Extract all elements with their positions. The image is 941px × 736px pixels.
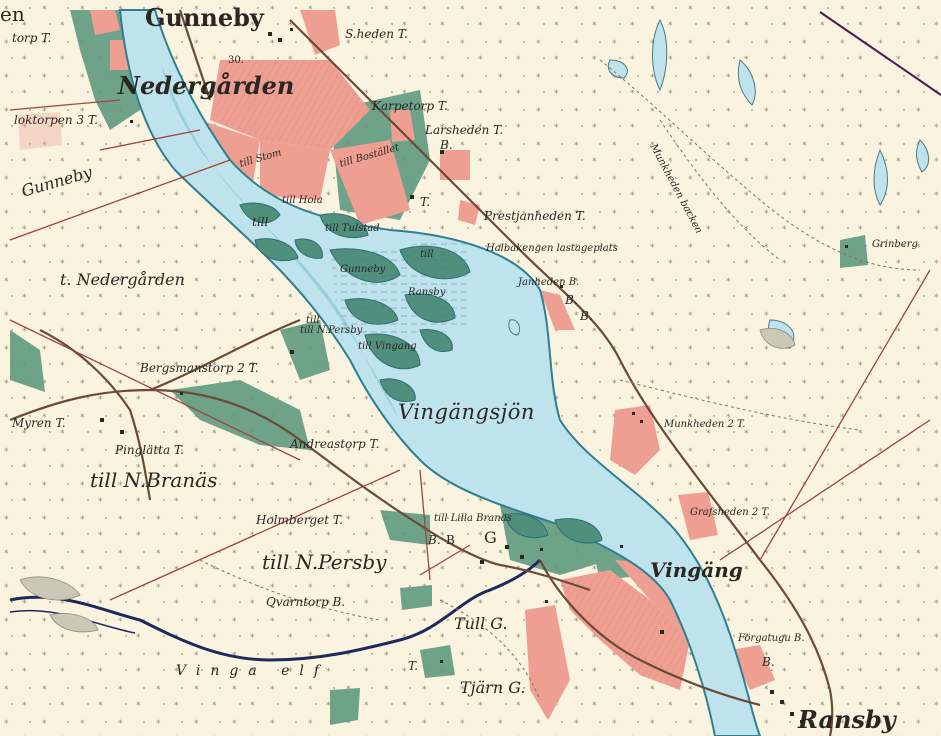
- label-till-vingang: till Vingang: [358, 341, 417, 352]
- label-myren[interactable]: Myren T.: [12, 416, 66, 430]
- label-forgatugu[interactable]: Förgatugu B.: [738, 633, 805, 644]
- label-vinga-elf[interactable]: Vinga elf: [176, 663, 330, 679]
- rock-patches: [19, 328, 796, 633]
- label-so: 30.: [228, 55, 244, 66]
- label-till-lilla-branas: till Lilla Branäs: [434, 513, 512, 524]
- label-ransby-village[interactable]: Ransby: [798, 705, 896, 734]
- label-g: G: [484, 528, 497, 547]
- label-prestjanheden[interactable]: Prestjanheden T.: [484, 209, 586, 223]
- label-halbakengen[interactable]: Halbakengen lastageplats: [486, 243, 618, 254]
- label-b3: B.: [580, 309, 593, 323]
- label-nedergarden-village[interactable]: Nedergården: [118, 71, 295, 100]
- label-sheden[interactable]: S.heden T.: [345, 27, 408, 41]
- label-karpetorp[interactable]: Karpetorp T.: [372, 99, 448, 113]
- label-grinberg[interactable]: Grinberg: [872, 239, 918, 250]
- label-b4: B.: [428, 533, 441, 547]
- label-till-n-branas[interactable]: till N.Branäs: [90, 468, 218, 492]
- label-torp-t: torp T.: [12, 31, 52, 45]
- farmland-hatch: [210, 60, 690, 690]
- label-tull-g[interactable]: Tull G.: [454, 614, 508, 633]
- label-till-2: till: [306, 315, 320, 326]
- label-till-hola: till Hola: [282, 195, 323, 206]
- label-till-n-persby[interactable]: till N.Persby: [262, 550, 387, 574]
- label-loktorpen[interactable]: loktorpen 3 T.: [14, 113, 98, 127]
- label-pinglatta[interactable]: Pinglätta T.: [115, 443, 184, 457]
- label-till-n-persby-small: till N.Persby: [300, 325, 363, 336]
- label-en: en: [0, 2, 25, 26]
- property-boundaries: [9, 99, 931, 601]
- label-vingangsjon[interactable]: Vingängsjön: [398, 400, 535, 424]
- label-till-3: till: [420, 249, 434, 260]
- label-gunneby-village[interactable]: Gunneby: [145, 3, 264, 32]
- label-ransby-lake: Ransby: [408, 287, 446, 298]
- label-nedergarden-area[interactable]: t. Nedergården: [60, 270, 185, 289]
- label-gunneby-lake: Gunneby: [340, 264, 386, 275]
- parish-border: [819, 11, 941, 96]
- label-bergsmanstorp[interactable]: Bergsmanstorp 2 T.: [140, 361, 259, 375]
- minor-tracks: [199, 59, 921, 701]
- buildings: [100, 28, 848, 723]
- river-vinga-elf: [9, 558, 542, 662]
- marsh-area: [330, 240, 470, 340]
- label-tjarn[interactable]: Tjärn G.: [460, 678, 526, 697]
- label-vingang[interactable]: Vingäng: [650, 558, 743, 582]
- label-b1: B.: [440, 138, 453, 152]
- label-grafsheden[interactable]: Grafsheden 2 T.: [690, 507, 770, 518]
- label-janheden[interactable]: Janheden B.: [518, 277, 580, 288]
- label-b2: B.: [565, 293, 578, 307]
- label-till-1: till: [252, 215, 269, 229]
- label-t1: T.: [420, 195, 431, 209]
- label-holmberget[interactable]: Holmberget T.: [256, 513, 343, 527]
- label-quarntorp[interactable]: Qvarntorp B.: [266, 595, 346, 609]
- label-b-g: B: [446, 533, 455, 547]
- label-munkheden[interactable]: Munkheden 2 T.: [664, 419, 746, 430]
- label-till-tulstad: till Tulstad: [325, 223, 380, 234]
- label-t2: T.: [408, 659, 419, 673]
- label-larsheden[interactable]: Larsheden T.: [425, 123, 504, 137]
- label-b5: B.: [762, 655, 775, 669]
- label-andreastorp[interactable]: Andreastorp T.: [290, 437, 380, 451]
